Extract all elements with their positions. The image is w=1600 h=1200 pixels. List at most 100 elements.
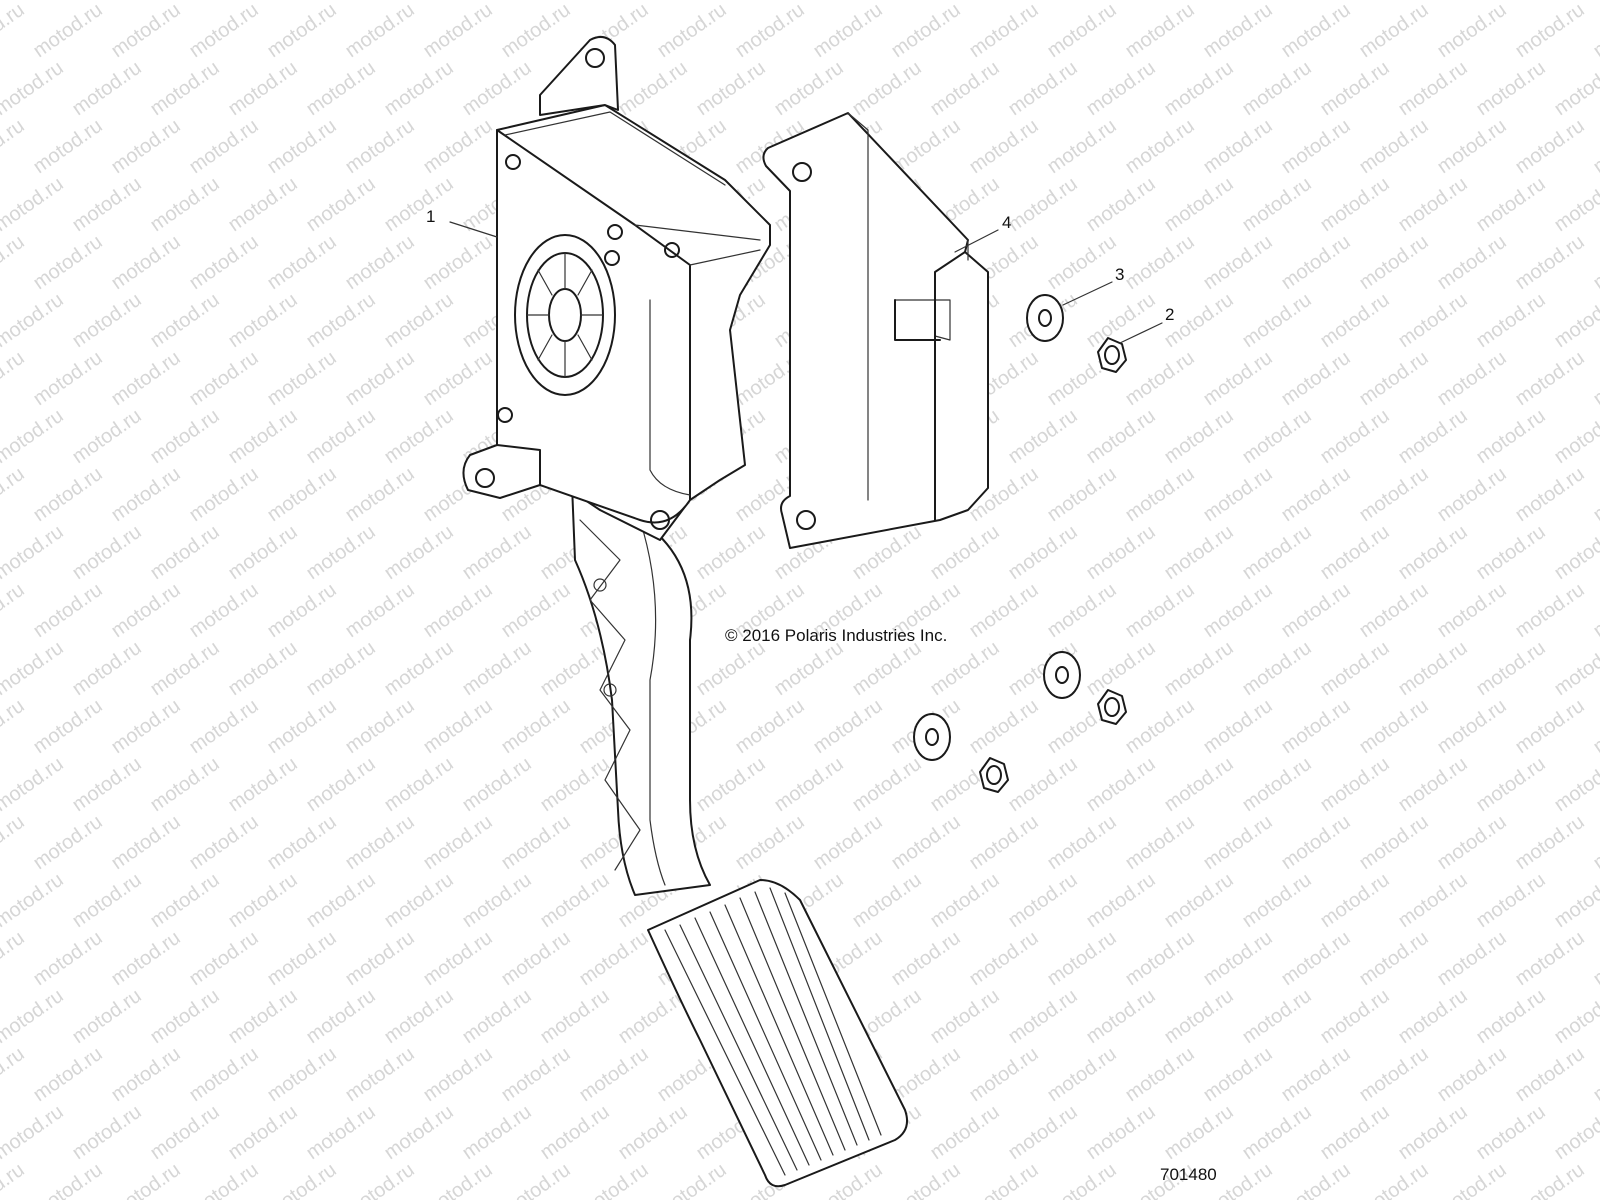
watermark-text: motod.ru bbox=[1121, 1043, 1198, 1106]
watermark-text: motod.ru bbox=[1355, 115, 1432, 178]
watermark-text: motod.ru bbox=[107, 231, 184, 294]
watermark-text: motod.ru bbox=[965, 1043, 1042, 1106]
watermark-text: motod.ru bbox=[419, 695, 496, 758]
watermark-text: motod.ru bbox=[809, 811, 886, 874]
watermark-text: motod.ru bbox=[146, 0, 223, 4]
watermark-text: motod.ru bbox=[1277, 579, 1354, 642]
watermark-text: motod.ru bbox=[965, 695, 1042, 758]
watermark-text: motod.ru bbox=[1004, 57, 1081, 120]
watermark-text: motod.ru bbox=[29, 231, 106, 294]
watermark-text: motod.ru bbox=[1511, 115, 1588, 178]
watermark-text: motod.ru bbox=[1550, 521, 1600, 584]
watermark-text: motod.ru bbox=[1394, 173, 1471, 236]
watermark-text: motod.ru bbox=[302, 289, 379, 352]
watermark-text: motod.ru bbox=[1199, 463, 1276, 526]
watermark-text: motod.ru bbox=[263, 0, 340, 62]
watermark-text: motod.ru bbox=[107, 347, 184, 410]
watermark-text: motod.ru bbox=[185, 927, 262, 990]
watermark-text: motod.ru bbox=[146, 637, 223, 700]
watermark-text: motod.ru bbox=[1004, 985, 1081, 1048]
watermark-text: motod.ru bbox=[1433, 347, 1510, 410]
watermark-text: motod.ru bbox=[224, 521, 301, 584]
watermark-text: motod.ru bbox=[1199, 579, 1276, 642]
watermark-text: motod.ru bbox=[1004, 0, 1081, 4]
watermark-text: motod.ru bbox=[341, 811, 418, 874]
watermark-text: motod.ru bbox=[1199, 347, 1276, 410]
watermark-text: motod.ru bbox=[1511, 0, 1588, 62]
watermark-text: motod.ru bbox=[1433, 695, 1510, 758]
watermark-text: motod.ru bbox=[497, 927, 574, 990]
watermark-text: motod.ru bbox=[1082, 869, 1159, 932]
watermark-text: motod.ru bbox=[107, 811, 184, 874]
nut bbox=[1097, 689, 1127, 725]
watermark-text: motod.ru bbox=[1472, 637, 1549, 700]
watermark-text: motod.ru bbox=[29, 1043, 106, 1106]
watermark-text: motod.ru bbox=[0, 1159, 29, 1200]
watermark-text: motod.ru bbox=[185, 115, 262, 178]
watermark-text: motod.ru bbox=[575, 927, 652, 990]
watermark-text: motod.ru bbox=[224, 289, 301, 352]
watermark-text: motod.ru bbox=[653, 0, 730, 62]
watermark-text: motod.ru bbox=[1043, 231, 1120, 294]
leader-lines bbox=[449, 221, 1163, 344]
watermark-text: motod.ru bbox=[1550, 405, 1600, 468]
watermark-text: motod.ru bbox=[1121, 231, 1198, 294]
sensor-hub bbox=[514, 234, 616, 396]
watermark-text: motod.ru bbox=[1277, 1159, 1354, 1200]
watermark-text: motod.ru bbox=[1511, 695, 1588, 758]
watermark-text: motod.ru bbox=[146, 521, 223, 584]
watermark-text: motod.ru bbox=[29, 579, 106, 642]
watermark-text: motod.ru bbox=[1160, 0, 1237, 4]
watermark-text: motod.ru bbox=[1316, 753, 1393, 816]
watermark-text: motod.ru bbox=[1550, 985, 1600, 1048]
watermark-text: motod.ru bbox=[887, 927, 964, 990]
watermark-text: motod.ru bbox=[263, 927, 340, 990]
washer-part-3 bbox=[1026, 294, 1064, 342]
watermark-text: motod.ru bbox=[68, 173, 145, 236]
watermark-text: motod.ru bbox=[497, 579, 574, 642]
watermark-text: motod.ru bbox=[107, 115, 184, 178]
watermark-text: motod.ru bbox=[1589, 1043, 1600, 1106]
watermark-text: motod.ru bbox=[731, 0, 808, 62]
watermark-text: motod.ru bbox=[1277, 231, 1354, 294]
watermark-text: motod.ru bbox=[770, 753, 847, 816]
watermark-text: motod.ru bbox=[1004, 1101, 1081, 1164]
watermark-text: motod.ru bbox=[965, 1159, 1042, 1200]
watermark-text: motod.ru bbox=[1433, 927, 1510, 990]
watermark-text: motod.ru bbox=[1043, 115, 1120, 178]
watermark-text: motod.ru bbox=[1589, 231, 1600, 294]
watermark-text: motod.ru bbox=[1160, 869, 1237, 932]
watermark-text: motod.ru bbox=[0, 1043, 29, 1106]
watermark-text: motod.ru bbox=[1394, 1101, 1471, 1164]
watermark-text: motod.ru bbox=[302, 753, 379, 816]
watermark-text: motod.ru bbox=[1238, 985, 1315, 1048]
watermark-text: motod.ru bbox=[809, 0, 886, 62]
watermark-text: motod.ru bbox=[68, 985, 145, 1048]
watermark-text: motod.ru bbox=[1316, 637, 1393, 700]
watermark-text: motod.ru bbox=[224, 869, 301, 932]
watermark-text: motod.ru bbox=[497, 811, 574, 874]
watermark-text: motod.ru bbox=[1121, 579, 1198, 642]
watermark-text: motod.ru bbox=[341, 231, 418, 294]
watermark-text: motod.ru bbox=[68, 289, 145, 352]
watermark-text: motod.ru bbox=[1433, 231, 1510, 294]
watermark-text: motod.ru bbox=[1316, 1101, 1393, 1164]
watermark-text: motod.ru bbox=[1121, 463, 1198, 526]
pedal-pad-grooves bbox=[664, 887, 882, 1176]
watermark-text: motod.ru bbox=[146, 869, 223, 932]
watermark-text: motod.ru bbox=[1472, 521, 1549, 584]
watermark-text: motod.ru bbox=[1043, 463, 1120, 526]
watermark-text: motod.ru bbox=[302, 57, 379, 120]
watermark-text: motod.ru bbox=[731, 811, 808, 874]
watermark-text: motod.ru bbox=[1043, 579, 1120, 642]
watermark-text: motod.ru bbox=[1238, 637, 1315, 700]
watermark-text: motod.ru bbox=[0, 173, 68, 236]
watermark-text: motod.ru bbox=[1394, 289, 1471, 352]
watermark-text: motod.ru bbox=[341, 115, 418, 178]
watermark-text: motod.ru bbox=[1121, 695, 1198, 758]
watermark-text: motod.ru bbox=[1394, 753, 1471, 816]
watermark-text: motod.ru bbox=[380, 1101, 457, 1164]
watermark-text: motod.ru bbox=[1004, 753, 1081, 816]
watermark-text: motod.ru bbox=[1277, 927, 1354, 990]
